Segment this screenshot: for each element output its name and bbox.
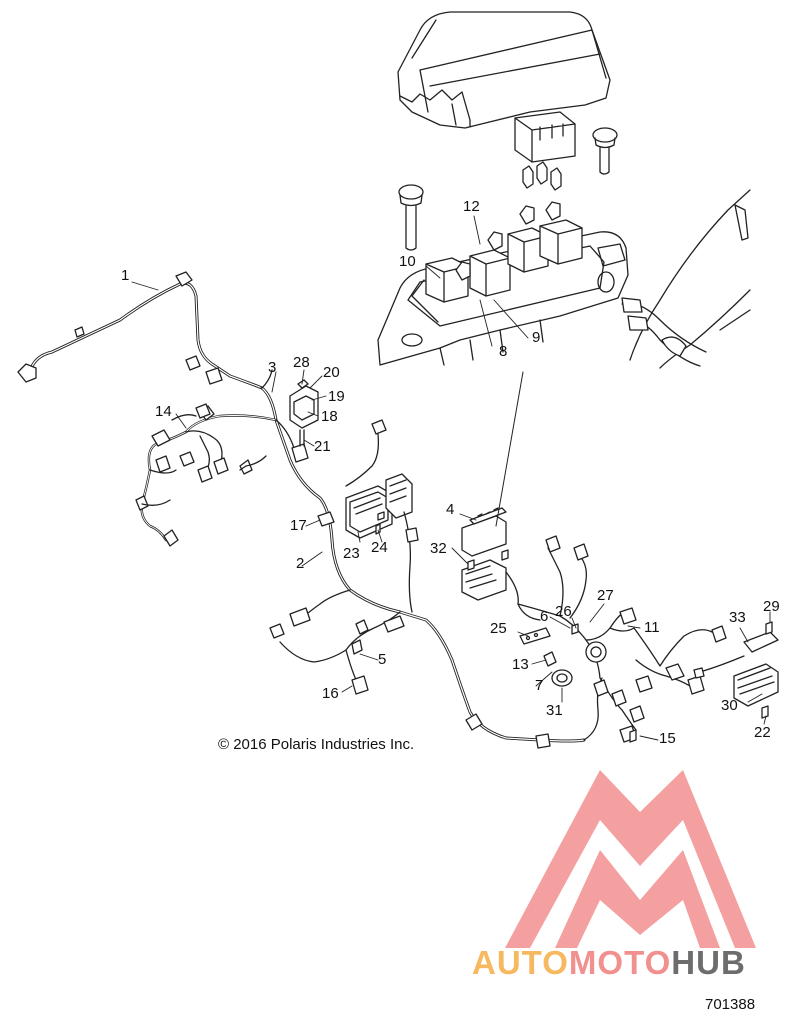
callout-16: 16	[322, 685, 339, 702]
callout-19: 19	[328, 388, 345, 405]
callout-23: 23	[343, 545, 360, 562]
fasteners	[375, 523, 773, 743]
bolt-upper-left	[398, 184, 424, 251]
callout-22: 22	[754, 724, 771, 741]
copyright-notice: © 2016 Polaris Industries Inc.	[218, 736, 415, 753]
leader-line-fuse-box	[495, 371, 524, 527]
callout-31: 31	[546, 702, 563, 719]
fuse-holder-4	[461, 507, 507, 557]
harness-2	[260, 386, 603, 749]
watermark-logo	[505, 770, 756, 948]
bracket-25	[519, 627, 551, 645]
clip-13	[543, 651, 557, 667]
callout-20: 20	[323, 364, 340, 381]
callout-15: 15	[659, 730, 676, 747]
fuse-box-wire-connectors	[621, 297, 707, 367]
mini-fuses	[522, 161, 562, 191]
callout-2: 2	[296, 555, 305, 572]
relays-cluster	[425, 201, 583, 303]
harness-branch-14	[135, 403, 278, 547]
grommet-31	[551, 669, 573, 687]
harness-1	[17, 271, 264, 390]
watermark-word-auto: AUTO	[472, 944, 569, 981]
callout-28: 28	[293, 354, 310, 371]
fuse-box-base	[377, 231, 629, 366]
callout-7: 7	[535, 677, 544, 694]
bolt-upper-right	[592, 127, 618, 175]
callout-3: 3	[268, 359, 277, 376]
ecu-connectors	[345, 419, 419, 613]
callout-25: 25	[490, 620, 507, 637]
callout-10: 10	[399, 253, 416, 270]
callout-9: 9	[532, 329, 541, 346]
harness-branch-3	[239, 369, 309, 475]
watermark-wordmark: AUTOMOTOHUB	[472, 944, 746, 982]
callout-5: 5	[378, 651, 387, 668]
relay-block	[514, 111, 576, 163]
callout-33: 33	[729, 609, 746, 626]
watermark-word-hub: HUB	[671, 944, 746, 981]
clip-17	[317, 511, 335, 527]
ecu-23	[345, 485, 393, 539]
callout-6: 6	[540, 608, 549, 625]
regulator-30	[693, 631, 779, 707]
callout-24: 24	[371, 539, 388, 556]
callout-18: 18	[321, 408, 338, 425]
figure-number: 701388	[705, 996, 756, 1013]
callout-30: 30	[721, 697, 738, 714]
callout-29: 29	[763, 598, 780, 615]
callout-8: 8	[499, 343, 508, 360]
callout-13: 13	[512, 656, 529, 673]
callout-14: 14	[155, 403, 172, 420]
side-panel	[629, 189, 751, 369]
connector-module-32	[461, 559, 541, 621]
callout-17: 17	[290, 517, 307, 534]
callout-4: 4	[446, 501, 455, 518]
sensor-18	[289, 379, 319, 447]
callout-1: 1	[121, 267, 130, 284]
leader-lines	[131, 215, 771, 741]
callout-32: 32	[430, 540, 447, 557]
callout-21: 21	[314, 438, 331, 455]
callout-12: 12	[463, 198, 480, 215]
callout-26: 26	[555, 603, 572, 620]
callout-11: 11	[644, 619, 660, 636]
harness-right-cluster	[517, 535, 727, 743]
fuse-box-cover	[397, 11, 611, 129]
callout-27: 27	[597, 587, 614, 604]
watermark-word-moto: MOTO	[568, 944, 672, 981]
harness-branch-16	[269, 589, 405, 695]
